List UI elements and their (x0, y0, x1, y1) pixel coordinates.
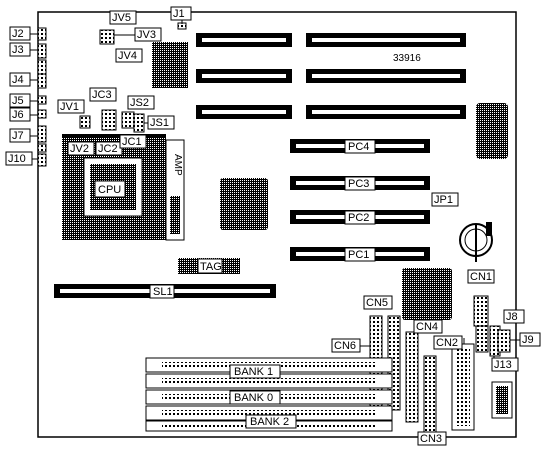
label-cn6: CN6 (334, 340, 356, 352)
label-jv3: JV3 (137, 29, 156, 41)
battery (459, 222, 493, 262)
label-j10: J10 (8, 153, 26, 165)
board-id: 33916 (393, 53, 421, 64)
pc3-label: PC3 (348, 178, 369, 190)
sl1-label: SL1 (153, 286, 173, 298)
label-cn5: CN5 (366, 297, 388, 309)
label-jc1: JC1 (122, 136, 142, 148)
pc2-label: PC2 (348, 212, 369, 224)
label-cn3: CN3 (420, 433, 442, 445)
label-jv1: JV1 (60, 101, 79, 113)
label-jv4: JV4 (118, 50, 137, 62)
label-j2: J2 (12, 28, 24, 40)
label-js2: JS2 (130, 97, 149, 109)
label-j1: J1 (173, 8, 185, 20)
amp-label: AMP (172, 154, 183, 176)
label-cn4: CN4 (416, 321, 438, 333)
bank0-label: BANK 0 (234, 392, 273, 404)
label-j6: J6 (12, 109, 24, 121)
chip-middle (220, 178, 268, 230)
cpu-label: CPU (98, 184, 121, 196)
bank1-label: BANK 1 (234, 366, 273, 378)
label-j3: J3 (12, 44, 24, 56)
pc4-label: PC4 (348, 141, 369, 153)
chip-top (152, 42, 188, 88)
component-labels: J1 JV5 JV3 JV4 J2 J3 J4 J5 J6 J7 J10 (5, 6, 541, 446)
label-jc2: JC2 (98, 143, 118, 155)
label-jv2: JV2 (70, 143, 89, 155)
isa-slots (196, 33, 466, 119)
label-j9: J9 (522, 334, 534, 346)
tag-label: TAG (200, 261, 222, 273)
label-j5: J5 (12, 95, 24, 107)
label-j13: J13 (494, 359, 512, 371)
bank2-label: BANK 2 (250, 416, 289, 428)
chip-right (476, 103, 508, 159)
label-j4: J4 (12, 74, 24, 86)
left-headers (37, 27, 47, 167)
cpu-label-box (94, 180, 126, 198)
label-j8: J8 (506, 311, 518, 323)
chip-lower-right (402, 268, 452, 320)
label-cn2: CN2 (436, 337, 458, 349)
label-j7: J7 (12, 130, 24, 142)
label-jp1: JP1 (434, 194, 453, 206)
label-cn1: CN1 (470, 271, 492, 283)
label-jv5: JV5 (112, 12, 131, 24)
pc1-label: PC1 (348, 249, 369, 261)
label-jc3: JC3 (92, 89, 112, 101)
label-js1: JS1 (150, 117, 169, 129)
